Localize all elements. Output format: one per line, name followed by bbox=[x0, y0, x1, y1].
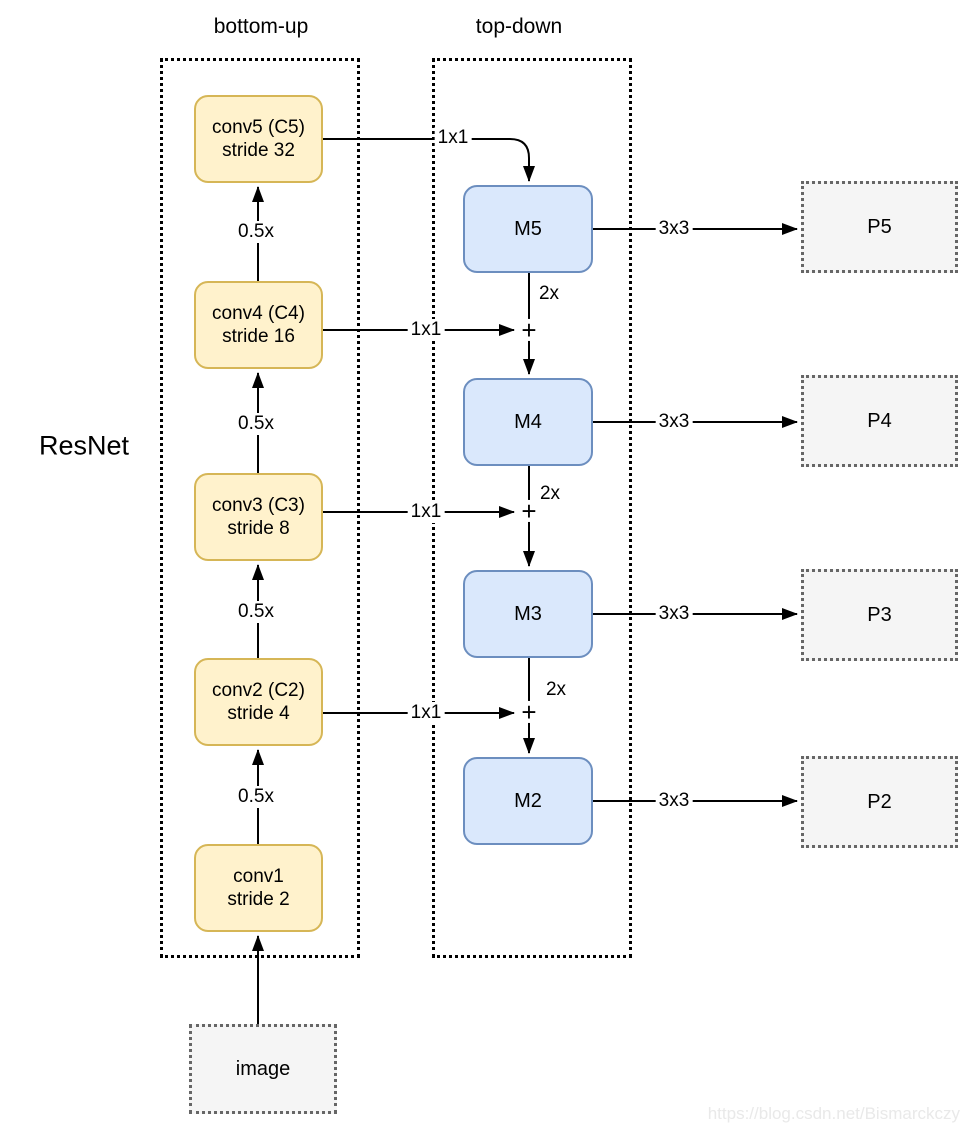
m3-label: M3 bbox=[514, 602, 542, 625]
conv5-c5-box: conv5 (C5) stride 32 bbox=[194, 95, 323, 183]
head-3x3-label-p4: 3x3 bbox=[655, 411, 693, 433]
conv1-box: conv1 stride 2 bbox=[194, 844, 323, 932]
downsample-label-3: 0.5x bbox=[235, 601, 277, 623]
p4-box: P4 bbox=[801, 375, 958, 467]
p2-label: P2 bbox=[867, 790, 892, 813]
downsample-label-1: 0.5x bbox=[235, 221, 277, 243]
conv2-stride: stride 4 bbox=[227, 703, 290, 724]
m4-label: M4 bbox=[514, 410, 542, 433]
upsample-2x-label-3: 2x bbox=[542, 679, 570, 701]
lateral-1x1-label-c4: 1x1 bbox=[407, 319, 445, 341]
p5-label: P5 bbox=[867, 215, 892, 238]
m2-label: M2 bbox=[514, 789, 542, 812]
image-label: image bbox=[235, 1057, 291, 1080]
lateral-1x1-label-c2: 1x1 bbox=[407, 702, 445, 724]
bottom-up-pathway-frame bbox=[160, 58, 360, 958]
bottom-up-pathway-label: bottom-up bbox=[213, 15, 309, 38]
head-3x3-label-p5: 3x3 bbox=[655, 218, 693, 240]
lateral-1x1-label-c3: 1x1 bbox=[407, 501, 445, 523]
add-node-3: + bbox=[520, 696, 538, 727]
head-3x3-label-p3: 3x3 bbox=[655, 603, 693, 625]
add-node-2: + bbox=[520, 495, 538, 526]
conv5-name: conv5 (C5) bbox=[212, 116, 305, 138]
m5-label: M5 bbox=[514, 217, 542, 240]
m4-box: M4 bbox=[463, 378, 593, 466]
conv2-name: conv2 (C2) bbox=[212, 679, 305, 701]
upsample-2x-label-1: 2x bbox=[535, 283, 563, 305]
p5-box: P5 bbox=[801, 181, 958, 273]
conv5-stride: stride 32 bbox=[222, 140, 295, 161]
conv4-c4-box: conv4 (C4) stride 16 bbox=[194, 281, 323, 369]
p3-label: P3 bbox=[867, 603, 892, 626]
conv3-c3-box: conv3 (C3) stride 8 bbox=[194, 473, 323, 561]
m3-box: M3 bbox=[463, 570, 593, 658]
p3-box: P3 bbox=[801, 569, 958, 661]
lateral-1x1-label-c5: 1x1 bbox=[434, 127, 472, 149]
head-3x3-label-p2: 3x3 bbox=[655, 790, 693, 812]
downsample-label-2: 0.5x bbox=[235, 413, 277, 435]
image-input-box: image bbox=[189, 1024, 337, 1114]
conv2-c2-box: conv2 (C2) stride 4 bbox=[194, 658, 323, 746]
top-down-pathway-label: top-down bbox=[475, 15, 563, 38]
conv3-name: conv3 (C3) bbox=[212, 494, 305, 516]
p4-label: P4 bbox=[867, 409, 892, 432]
conv4-name: conv4 (C4) bbox=[212, 302, 305, 324]
m2-box: M2 bbox=[463, 757, 593, 845]
resnet-backbone-label: ResNet bbox=[38, 430, 130, 461]
p2-box: P2 bbox=[801, 756, 958, 848]
upsample-2x-label-2: 2x bbox=[536, 483, 564, 505]
conv1-name: conv1 bbox=[233, 865, 284, 887]
conv1-stride: stride 2 bbox=[227, 889, 290, 910]
m5-box: M5 bbox=[463, 185, 593, 273]
watermark-text: https://blog.csdn.net/Bismarckczy bbox=[707, 1104, 960, 1123]
conv3-stride: stride 8 bbox=[227, 518, 290, 539]
conv4-stride: stride 16 bbox=[222, 326, 295, 347]
add-node-1: + bbox=[520, 314, 538, 345]
downsample-label-4: 0.5x bbox=[235, 786, 277, 808]
